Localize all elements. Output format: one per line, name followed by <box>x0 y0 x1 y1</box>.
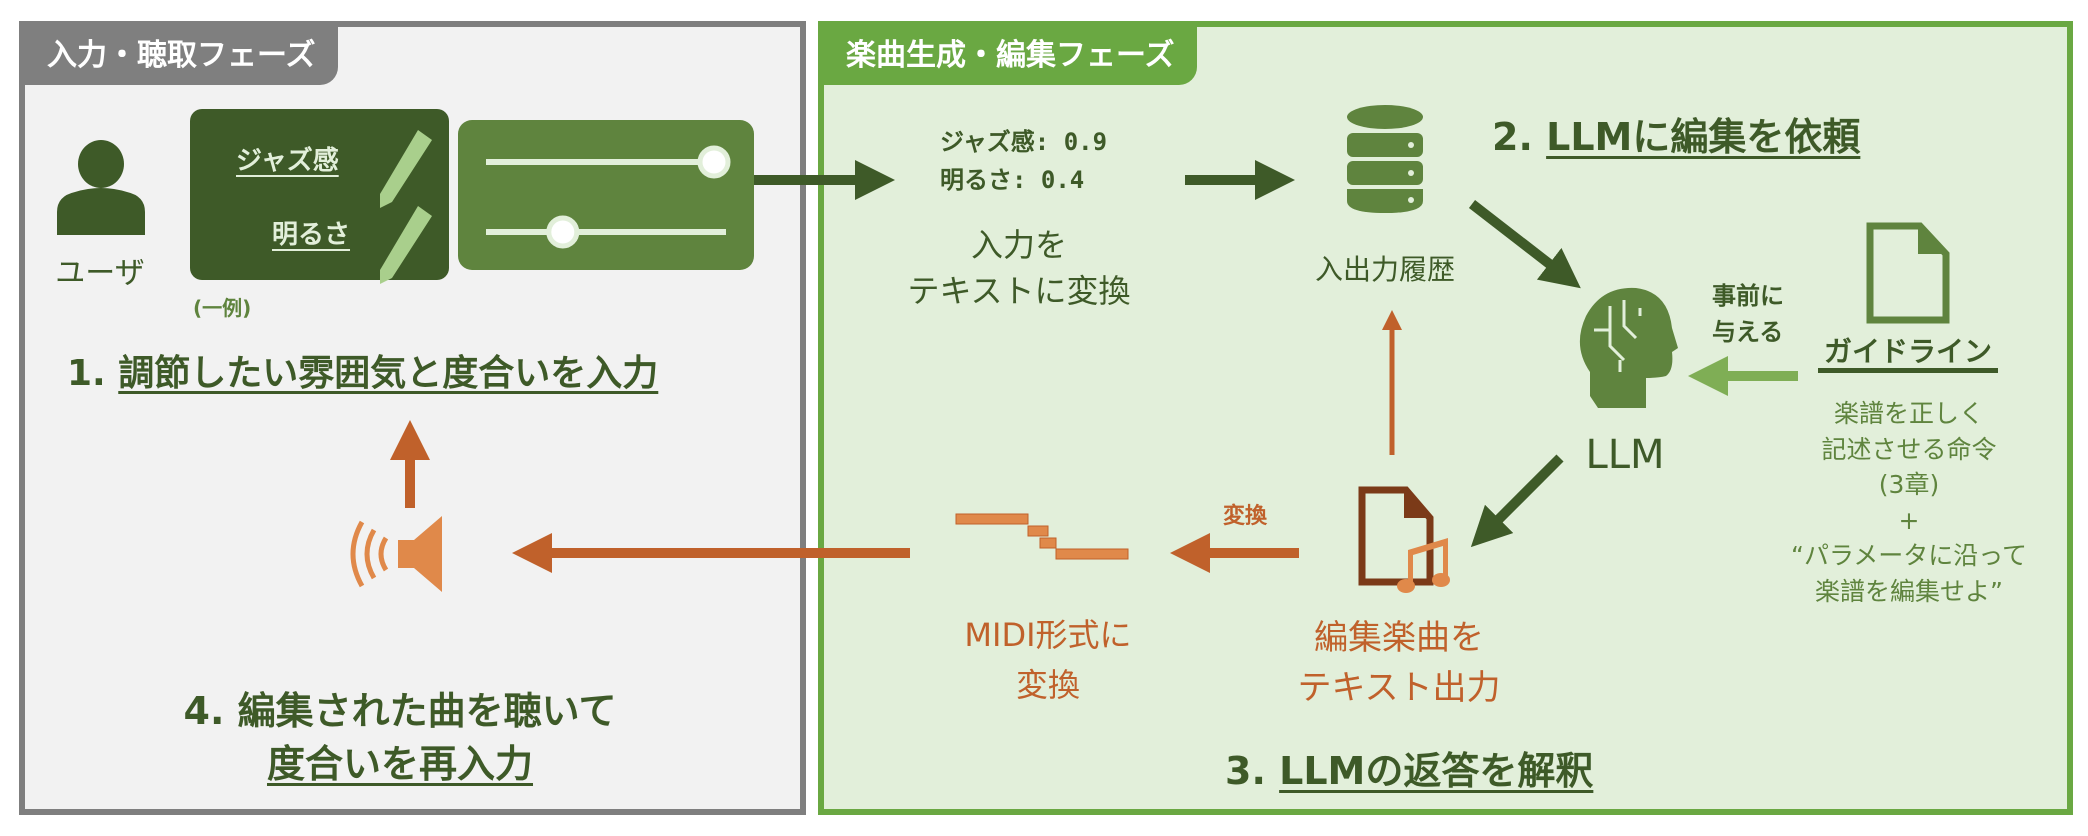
slider-thumb[interactable] <box>546 215 580 249</box>
arrow-llm-to-output <box>1470 454 1564 548</box>
pencil-icon <box>380 206 432 284</box>
person-icon <box>57 140 145 235</box>
guideline-line: (3章) <box>1878 470 1940 499</box>
brain-head-icon <box>1579 287 1678 408</box>
guideline-description: 楽譜を正しく 記述させる命令 (3章) + “パラメータに沿って 楽譜を編集せよ… <box>1791 396 2027 609</box>
step-number: 1. <box>67 353 119 394</box>
pre-give-line1: 事前に <box>1712 282 1784 310</box>
output-line1: 編集楽曲を <box>1314 618 1484 658</box>
pre-give-line2: 与える <box>1712 318 1784 346</box>
param-jazz-label[interactable]: ジャズ感 <box>236 146 339 176</box>
document-icon <box>1866 222 1950 324</box>
step4-line2: 度合いを再入力 <box>266 742 534 786</box>
output-line2: テキスト出力 <box>1297 668 1501 708</box>
phase-label-input-listen: 入力・聴取フェーズ <box>25 27 338 85</box>
guideline-line: + <box>1898 505 1920 535</box>
music-file-icon <box>1358 486 1450 593</box>
guideline-underline <box>1818 368 1998 373</box>
slider-thumb[interactable] <box>697 145 731 179</box>
text-conversion-caption-1: 入力を <box>970 226 1068 264</box>
convert-label: 変換 <box>1222 504 1268 529</box>
step3-title: 3. LLMの返答を解釈 <box>1225 740 1593 795</box>
example-note: (一例) <box>193 296 252 320</box>
sliders[interactable] <box>458 120 754 270</box>
step3-text: LLMの返答を解釈 <box>1279 749 1594 793</box>
generate-edit-phase-panel: 楽曲生成・編集フェーズ <box>818 21 2073 815</box>
speaker-icon <box>350 516 442 592</box>
guideline-line: “パラメータに沿って <box>1791 541 2027 570</box>
piano-roll-icon <box>955 513 1129 560</box>
step-number: 2. <box>1492 115 1547 159</box>
guideline-line: 楽譜を正しく <box>1833 399 1985 428</box>
llm-label: LLM <box>1585 432 1665 478</box>
step-number: 3. <box>1225 749 1280 793</box>
midi-line1: MIDI形式に <box>964 616 1132 654</box>
param-brightness-label[interactable]: 明るさ <box>272 220 351 250</box>
guideline-title: ガイドライン <box>1823 335 1993 368</box>
slider-panel <box>458 120 754 270</box>
guideline-line: 楽譜を編集せよ” <box>1815 576 2003 606</box>
step1-text: 調節したい雰囲気と度合いを入力 <box>118 353 659 394</box>
history-label: 入出力履歴 <box>1314 253 1456 286</box>
text-param-jazz: ジャズ感: 0.9 <box>940 128 1108 156</box>
step4-line1: 4. 編集された曲を聴いて <box>183 689 617 733</box>
step2-title: 2. LLMに編集を依頼 <box>1492 106 1860 161</box>
guideline-line: 記述させる命令 <box>1821 434 1997 464</box>
database-icon <box>1347 105 1423 213</box>
phase-label-generate-edit: 楽曲生成・編集フェーズ <box>824 27 1197 85</box>
arrow-history-to-llm <box>1468 200 1581 289</box>
user-label: ユーザ <box>55 256 145 291</box>
pencil-icon <box>380 130 432 208</box>
text-param-brightness: 明るさ: 0.4 <box>940 166 1085 194</box>
step2-text: LLMに編集を依頼 <box>1546 115 1861 159</box>
midi-line2: 変換 <box>1015 666 1081 704</box>
step1-title: 1. 調節したい雰囲気と度合いを入力 <box>67 344 658 396</box>
text-conversion-caption-2: テキストに変換 <box>907 272 1131 310</box>
